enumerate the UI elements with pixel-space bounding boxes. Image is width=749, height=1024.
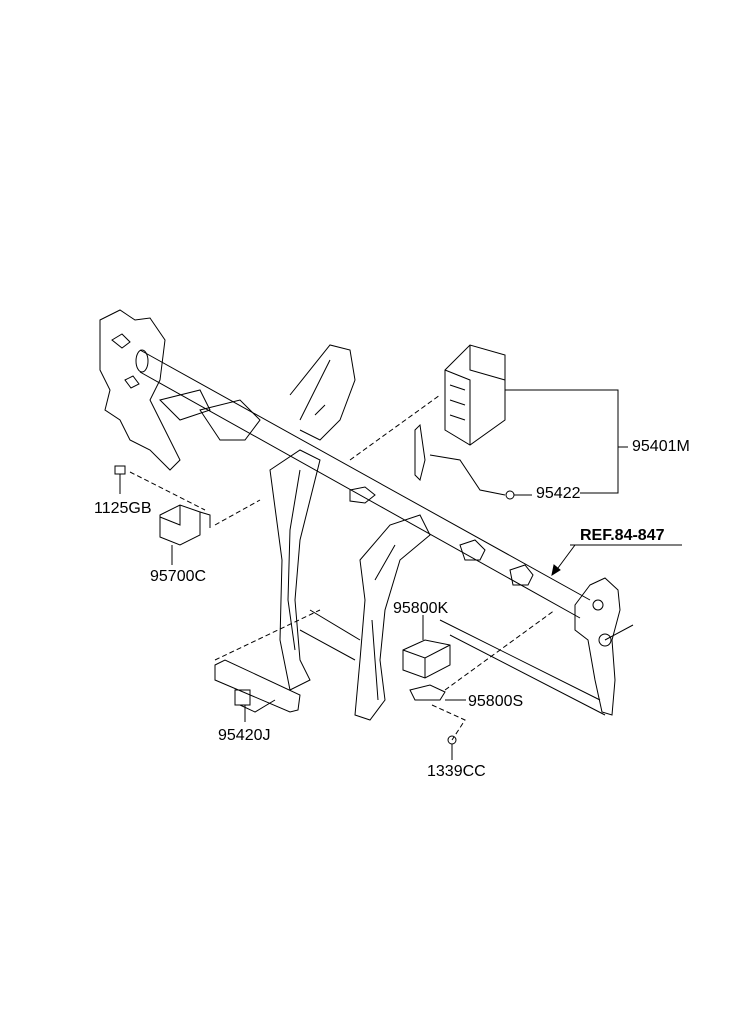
unit-95800K: [402, 615, 451, 679]
leader-1125GB: [129, 471, 206, 511]
center-brace-right: [354, 514, 431, 721]
part-label-95800S[interactable]: 95800S: [468, 693, 524, 710]
leader-module: [349, 394, 441, 461]
part-label-95800K[interactable]: 95800K: [393, 600, 449, 617]
leader-95420J: [214, 609, 321, 661]
center-brace-left: [269, 449, 321, 691]
part-label-95401M[interactable]: 95401M: [632, 438, 690, 455]
right-side-bracket: [574, 577, 634, 716]
bracket-95800S: [409, 684, 446, 701]
ref-leader: [554, 544, 682, 573]
part-label-95700C[interactable]: 95700C: [150, 568, 207, 585]
part-label-1125GB[interactable]: 1125GB: [94, 500, 152, 517]
ref-arrowhead: [551, 564, 561, 577]
part-label-95420J[interactable]: 95420J: [218, 727, 271, 744]
unit-95700C: [159, 504, 211, 565]
bolt-1125GB: [114, 465, 126, 494]
unit-95420J: [214, 659, 301, 722]
sensor-95422: [414, 423, 532, 500]
leader-dashed-95800S: [431, 609, 556, 741]
module-95401M: [444, 344, 628, 494]
leader-95700C: [214, 499, 261, 526]
lower-rail: [439, 619, 606, 716]
ref-label[interactable]: REF.84-847: [580, 527, 665, 544]
part-label-95422[interactable]: 95422: [536, 485, 581, 502]
cowl-crossbar: [99, 309, 591, 619]
lower-bar: [299, 609, 361, 661]
part-label-1339CC[interactable]: 1339CC: [427, 763, 486, 780]
harness-clips: [349, 486, 534, 586]
